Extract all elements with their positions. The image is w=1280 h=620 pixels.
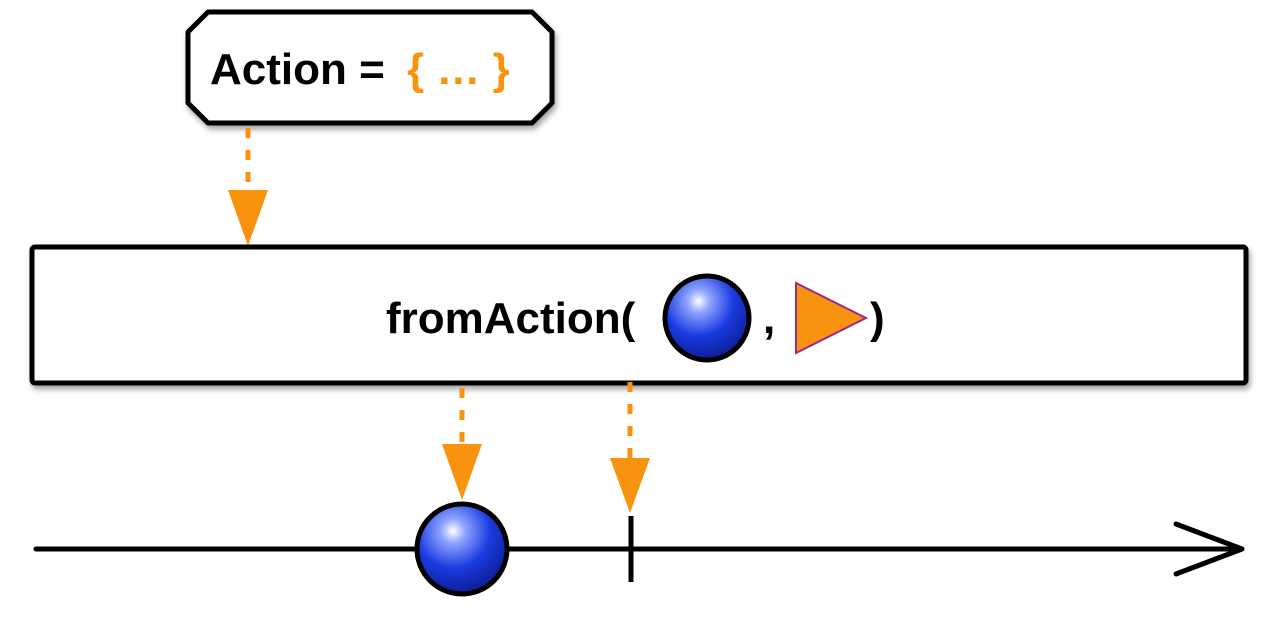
action-arrowhead-icon	[228, 190, 268, 246]
action-to-operator-arrow	[228, 128, 268, 246]
operator-to-completion-arrow	[610, 382, 650, 513]
action-label-code: { … }	[407, 45, 510, 94]
operator-close-label: )	[870, 294, 885, 343]
output-blue-marble-icon	[414, 501, 510, 597]
operator-comma-label: ,	[763, 294, 775, 343]
orange-triangle-icon	[795, 281, 869, 355]
blue-marble-icon	[662, 273, 752, 363]
operator-box-shape	[29, 244, 1249, 386]
action-box-shape	[185, 9, 555, 126]
action-box: Action = { … }	[185, 9, 555, 126]
operator-name-label: fromAction(	[386, 294, 636, 343]
completion-arrowhead-icon	[610, 458, 650, 513]
output-timeline	[33, 501, 1245, 597]
action-box-label: Action = { … }	[210, 45, 510, 94]
operator-box: fromAction( , )	[29, 244, 1249, 386]
timeline-arrowhead-icon	[1173, 521, 1245, 577]
action-label-prefix: Action =	[210, 45, 385, 94]
marble-arrowhead-icon	[442, 444, 482, 500]
operator-to-marble-arrow	[442, 388, 482, 500]
